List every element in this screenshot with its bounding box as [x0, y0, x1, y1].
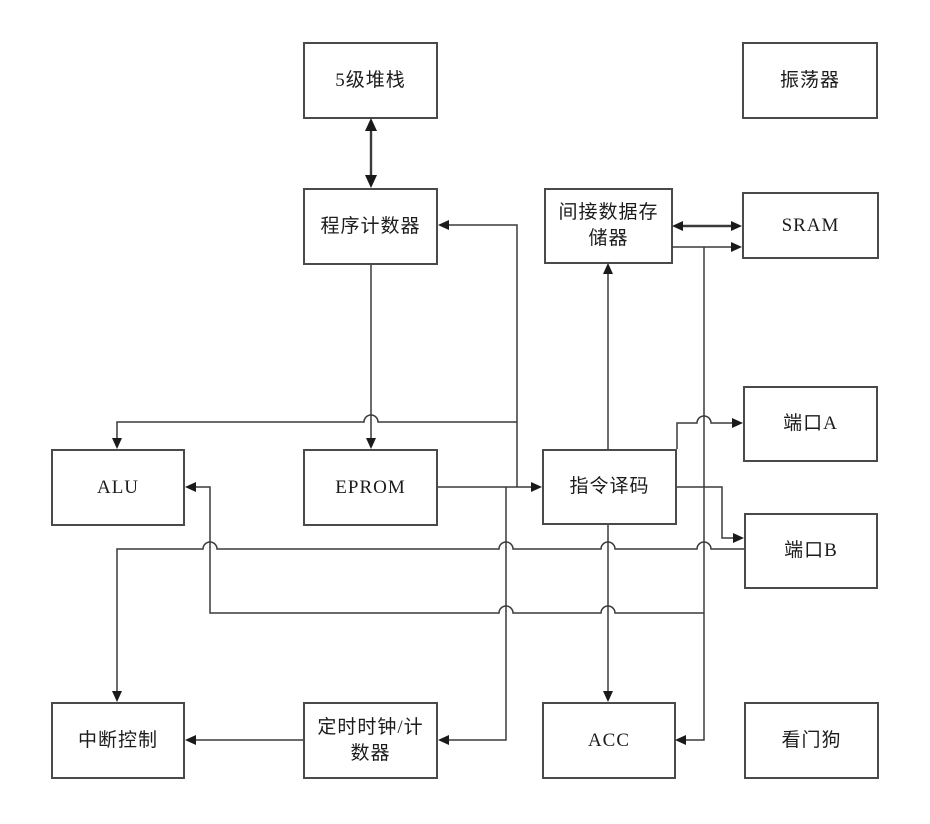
block-interrupt-control: 中断控制: [51, 702, 185, 779]
block-sram-label: SRAM: [781, 214, 840, 236]
connector-decode-indirect-memory: [603, 263, 613, 449]
block-oscillator: 振荡器: [742, 42, 878, 119]
block-watchdog-label: 看门狗: [781, 729, 842, 751]
block-oscillator-label: 振荡器: [779, 69, 840, 91]
block-port-a-label: 端口A: [783, 413, 838, 435]
block-port-b: 端口B: [744, 513, 878, 589]
block-instruction-decode-label: 指令译码: [569, 476, 650, 498]
block-watchdog: 看门狗: [744, 702, 879, 779]
block-acc: ACC: [542, 702, 676, 779]
connector-eprom-instruction-decode: [438, 482, 542, 492]
connector-program-counter-eprom: [366, 265, 376, 449]
block-alu-label: ALU: [96, 476, 140, 498]
block-instruction-decode: 指令译码: [542, 449, 677, 525]
block-stack-label: 5级堆栈: [335, 69, 406, 91]
connector-bus-to-program-counter: [438, 220, 518, 487]
block-eprom: EPROM: [303, 449, 438, 526]
block-stack: 5级堆栈: [303, 42, 438, 119]
block-timer-counter: 定时时钟/计 数器: [303, 702, 438, 779]
block-program-counter-label: 程序计数器: [320, 215, 421, 237]
block-port-a: 端口A: [743, 386, 878, 462]
connector-bus-to-alu-top: [112, 414, 517, 449]
connector-decode-acc: [603, 525, 613, 702]
connector-indirect-memory-sram-bidir: [672, 221, 742, 231]
connector-stack-program-counter: [365, 118, 377, 188]
block-program-counter: 程序计数器: [303, 188, 438, 265]
connector-bus-to-timer: [438, 487, 507, 745]
connector-bus-to-interrupt-and-port-b: [112, 541, 744, 702]
block-indirect-data-memory: 间接数据存 储器: [544, 188, 673, 264]
block-sram: SRAM: [742, 192, 879, 259]
block-indirect-data-memory-label: 间接数据存 储器: [558, 202, 659, 249]
block-timer-counter-label: 定时时钟/计 数器: [317, 716, 424, 764]
connector-indirect-memory-sram-arrow: [672, 242, 742, 252]
block-port-b-label: 端口B: [784, 540, 838, 562]
block-alu: ALU: [51, 449, 185, 526]
connector-data-bus-to-acc: [675, 247, 705, 745]
block-eprom-label: EPROM: [335, 476, 406, 498]
block-acc-label: ACC: [587, 729, 631, 751]
connector-decode-port-a: [676, 415, 743, 449]
connector-decode-port-b: [677, 486, 744, 543]
block-interrupt-control-label: 中断控制: [77, 729, 158, 751]
connector-timer-interrupt: [185, 735, 303, 745]
